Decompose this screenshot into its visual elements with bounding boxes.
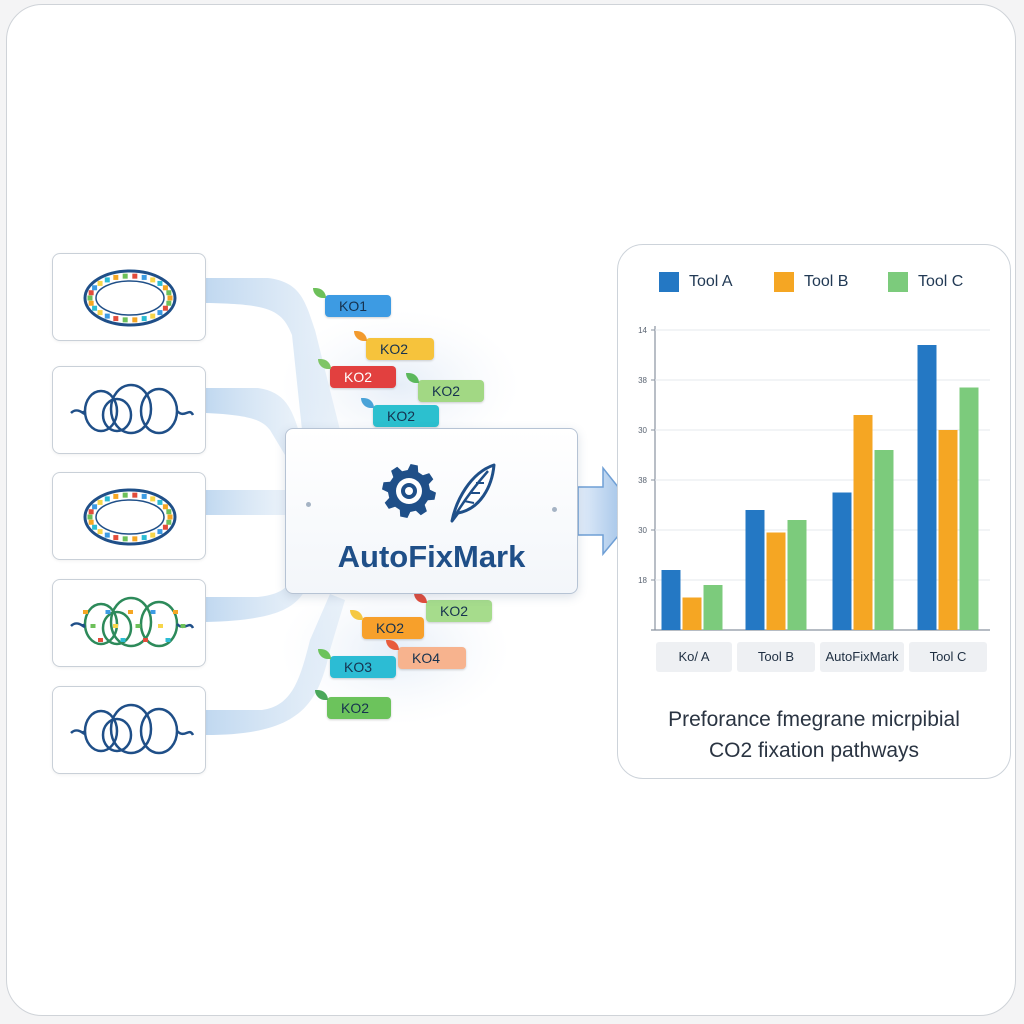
ko-label-chip: KO2 xyxy=(350,610,424,639)
genome-card xyxy=(52,579,206,667)
leaf-icon xyxy=(315,690,328,700)
leaf-icon xyxy=(406,373,419,383)
bar xyxy=(959,387,979,630)
leaf-icon xyxy=(361,398,374,408)
genome-map-icon xyxy=(70,596,195,648)
ko-label-chip: KO2 xyxy=(318,359,396,388)
caption-line-2: CO2 fixation pathways xyxy=(708,739,920,762)
bar xyxy=(874,450,894,630)
legend-item-c: Tool C xyxy=(888,272,963,292)
genome-card xyxy=(52,253,206,341)
y-tick-label: 38 xyxy=(638,476,647,485)
ko-label-text: KO2 xyxy=(440,603,469,619)
caption-line-1: Preforance fmegrane micrpibial xyxy=(668,708,960,731)
legend-item-b: Tool B xyxy=(774,272,848,292)
bar xyxy=(682,597,702,630)
x-tick-label: Tool B xyxy=(737,642,815,672)
flow-band-4 xyxy=(206,570,310,622)
flow-cloud-upper xyxy=(280,310,520,460)
bar xyxy=(938,430,958,630)
ko-label-chip: KO4 xyxy=(386,640,466,669)
leaf-icon xyxy=(313,288,326,298)
bar xyxy=(853,415,873,630)
tool-name: AutoFixMark xyxy=(337,539,526,574)
flow-band-5 xyxy=(206,594,345,735)
legend-swatch xyxy=(888,272,908,292)
leaf-icon xyxy=(414,593,427,603)
legend-item-a: Tool A xyxy=(659,272,733,292)
leaf-icon xyxy=(386,640,399,650)
leaf-icon xyxy=(450,463,496,523)
chart-caption: Preforance fmegrane micrpibial CO2 fixat… xyxy=(617,704,1011,766)
leaf-icon xyxy=(318,359,331,369)
autofixmark-tool-box: AutoFixMark xyxy=(285,428,578,594)
legend-label: Tool B xyxy=(804,273,849,290)
ko-label-chip: KO3 xyxy=(318,649,396,678)
ko-label-text: KO2 xyxy=(376,620,405,636)
ko-label-text: KO3 xyxy=(344,659,373,675)
logo-icons xyxy=(382,463,496,523)
x-tick-label: Ko/ A xyxy=(656,642,732,672)
ko-label-chip: KO2 xyxy=(354,331,434,360)
bar xyxy=(917,345,937,630)
ko-label-chip: KO1 xyxy=(313,288,391,317)
box-dot xyxy=(306,502,311,507)
ko-label-chip: KO2 xyxy=(361,398,439,427)
bar xyxy=(766,532,786,630)
genome-map-icon xyxy=(83,488,177,546)
genome-map-icon xyxy=(70,383,195,435)
x-tick-label: Tool C xyxy=(909,642,987,672)
leaf-icon xyxy=(318,649,331,659)
ko-label-text: KO4 xyxy=(412,650,441,666)
y-tick-label: 30 xyxy=(638,426,647,435)
legend-swatch xyxy=(774,272,794,292)
box-dot xyxy=(552,507,557,512)
genome-card xyxy=(52,686,206,774)
ko-label-text: KO2 xyxy=(432,383,461,399)
flow-band-2 xyxy=(206,388,300,455)
ko-label-chip: KO2 xyxy=(315,690,391,719)
y-tick-label: 30 xyxy=(638,526,647,535)
leaf-icon xyxy=(354,331,367,341)
legend-label: Tool A xyxy=(689,273,733,290)
genome-card xyxy=(52,472,206,560)
legend-label: Tool C xyxy=(918,273,964,290)
y-tick-label: 18 xyxy=(638,576,647,585)
ko-label-text: KO2 xyxy=(380,341,409,357)
flow-band-3 xyxy=(206,490,285,515)
legend-swatch xyxy=(659,272,679,292)
y-tick-label: 38 xyxy=(638,376,647,385)
ko-label-chip: KO2 xyxy=(414,593,492,622)
ko-label-text: KO2 xyxy=(387,408,416,424)
genome-map-icon xyxy=(70,703,195,755)
ko-label-text: KO2 xyxy=(344,369,373,385)
x-tick-label: AutoFixMark xyxy=(820,642,904,672)
flow-band-1 xyxy=(206,278,340,430)
bar xyxy=(661,570,681,630)
ko-label-text: KO2 xyxy=(341,700,370,716)
ko-label-text: KO1 xyxy=(339,298,368,314)
genome-map-icon xyxy=(83,269,177,327)
y-tick-label: 14 xyxy=(638,326,647,335)
bar xyxy=(745,510,765,630)
genome-card xyxy=(52,366,206,454)
bar xyxy=(787,520,807,630)
bar xyxy=(703,585,723,630)
gear-icon xyxy=(382,464,436,518)
leaf-icon xyxy=(350,610,363,620)
ko-label-chip: KO2 xyxy=(406,373,484,402)
bar xyxy=(832,492,852,630)
